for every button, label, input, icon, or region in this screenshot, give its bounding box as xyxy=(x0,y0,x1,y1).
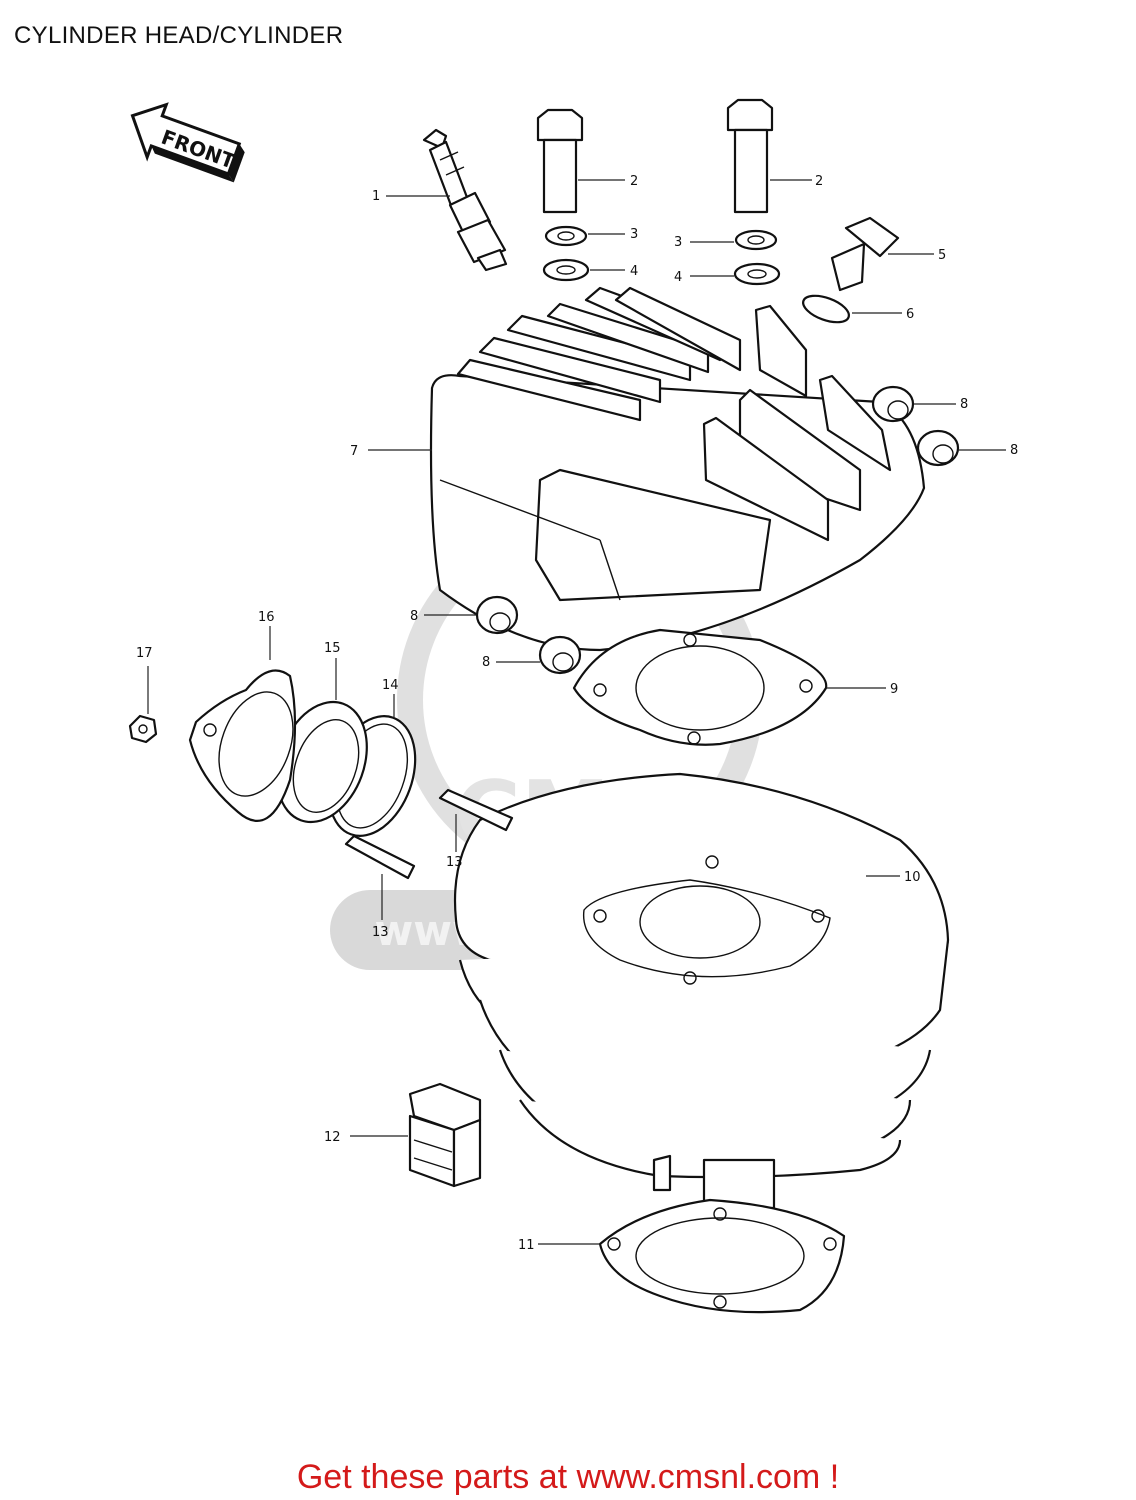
cylinder xyxy=(453,772,950,1210)
gasket-washer xyxy=(802,294,850,324)
callout-17: 17 xyxy=(136,646,153,661)
callout-6: 6 xyxy=(906,307,914,322)
intake-flange xyxy=(188,669,297,822)
callout-9: 9 xyxy=(890,682,898,697)
callout-8: 8 xyxy=(482,655,490,670)
callout-3: 3 xyxy=(674,235,682,250)
callout-8: 8 xyxy=(1010,443,1018,458)
page-title: CYLINDER HEAD/CYLINDER xyxy=(14,22,344,49)
cylinder-head xyxy=(429,286,926,652)
callout-15: 15 xyxy=(324,641,341,656)
callout-3: 3 xyxy=(630,227,638,242)
callout-13: 13 xyxy=(372,925,389,940)
callout-labels: 1 2 2 3 3 4 4 5 6 7 8 8 8 8 9 10 11 12 1… xyxy=(136,174,1018,1253)
studs xyxy=(344,788,514,880)
callout-16: 16 xyxy=(258,610,275,625)
callout-10: 10 xyxy=(904,870,921,885)
callout-8: 8 xyxy=(960,397,968,412)
callout-4: 4 xyxy=(630,264,638,279)
head-gasket xyxy=(572,628,828,746)
cap-nuts xyxy=(475,385,960,675)
head-bolt-left xyxy=(536,108,584,214)
callout-2: 2 xyxy=(815,174,823,189)
base-gasket xyxy=(598,1198,846,1314)
drain-bolt xyxy=(830,216,900,292)
callout-11: 11 xyxy=(518,1238,535,1253)
callout-8: 8 xyxy=(410,609,418,624)
front-arrow: FRONT xyxy=(130,102,245,183)
callout-12: 12 xyxy=(324,1130,341,1145)
rubber-block xyxy=(408,1082,482,1188)
callout-5: 5 xyxy=(938,248,946,263)
callout-2: 2 xyxy=(630,174,638,189)
leader-lines xyxy=(147,179,1006,1245)
washers xyxy=(542,225,781,286)
callout-4: 4 xyxy=(674,270,682,285)
spark-plug xyxy=(422,128,508,272)
callout-7: 7 xyxy=(350,444,358,459)
callout-1: 1 xyxy=(372,189,380,204)
callout-14: 14 xyxy=(382,678,399,693)
head-bolt-right xyxy=(726,98,774,214)
footer-link[interactable]: Get these parts at www.cmsnl.com ! xyxy=(296,1458,840,1496)
intake-seal xyxy=(276,700,368,824)
nut xyxy=(128,714,158,744)
callout-13: 13 xyxy=(446,855,463,870)
